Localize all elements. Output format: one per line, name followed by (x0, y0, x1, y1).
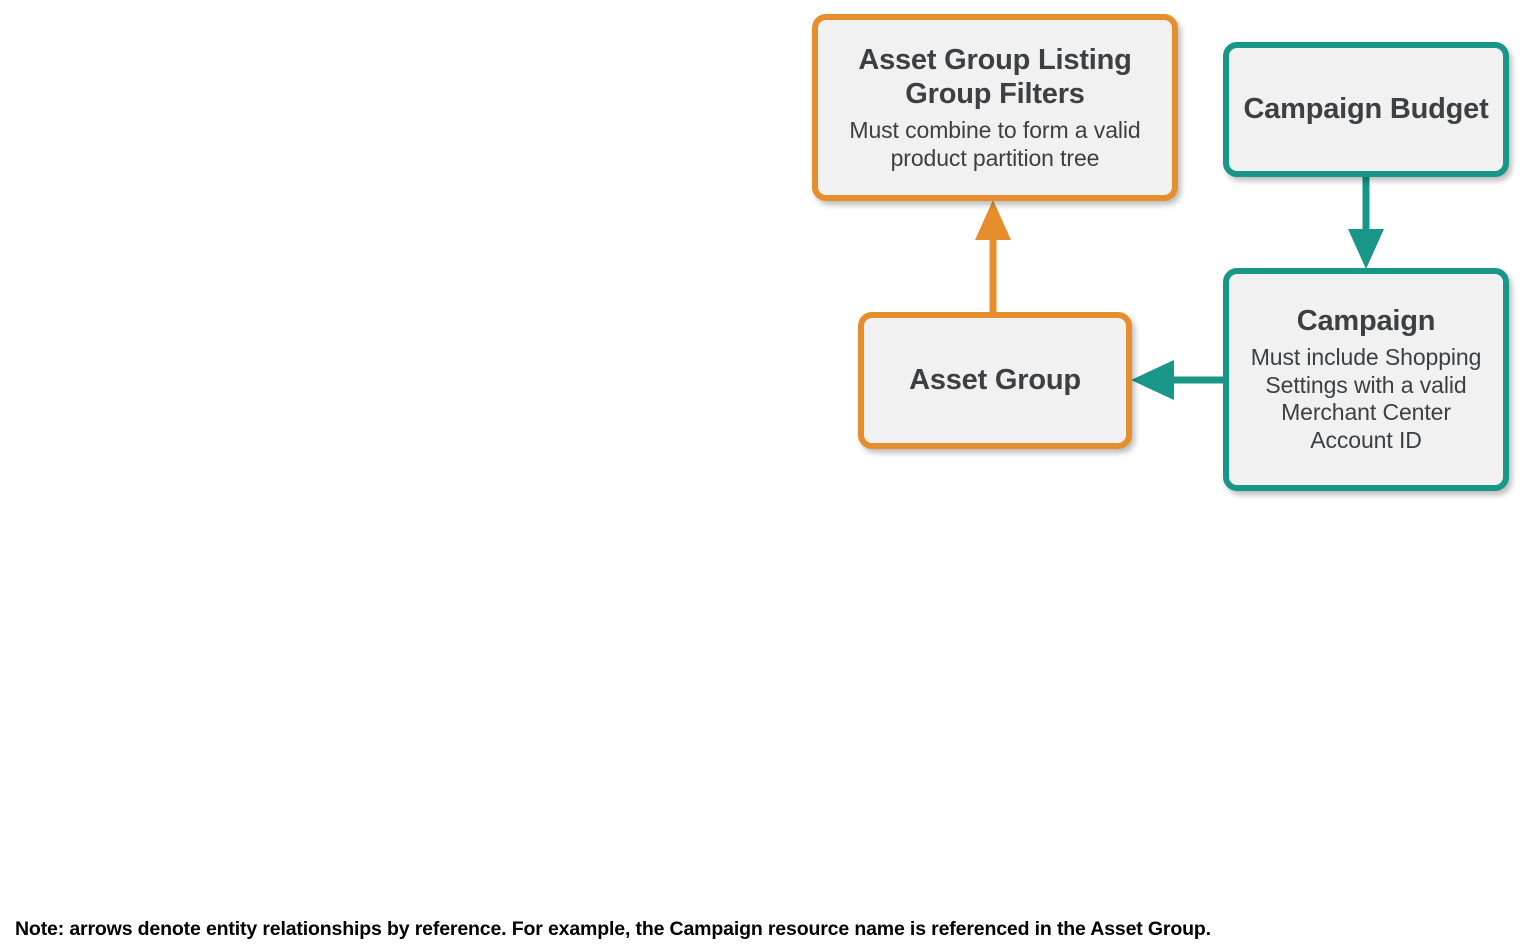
node-asset-group[interactable]: Asset Group (858, 312, 1132, 449)
node-asset-group-listing-group-filters[interactable]: Asset Group Listing Group Filters Must c… (812, 14, 1178, 201)
node-campaign[interactable]: Campaign Must include Shopping Settings … (1223, 268, 1509, 491)
node-title: Campaign (1296, 305, 1436, 338)
arrow-head-left-icon (1131, 360, 1174, 400)
node-title: Asset Group (909, 364, 1081, 397)
node-subtitle: Must include Shopping Settings with a va… (1250, 344, 1482, 453)
arrow-head-down-icon (1348, 229, 1384, 269)
node-title: Asset Group Listing Group Filters (858, 43, 1132, 111)
node-campaign-budget[interactable]: Campaign Budget (1223, 42, 1509, 177)
arrow-asset-group-to-listing-group-filters (975, 200, 1011, 314)
diagram-footnote: Note: arrows denote entity relationships… (15, 918, 1211, 940)
arrow-campaign-budget-to-campaign (1348, 175, 1384, 269)
arrow-campaign-to-asset-group (1131, 360, 1226, 400)
arrow-head-up-icon (975, 200, 1011, 240)
node-title: Campaign Budget (1243, 93, 1489, 126)
node-subtitle: Must combine to form a valid product par… (849, 117, 1141, 171)
